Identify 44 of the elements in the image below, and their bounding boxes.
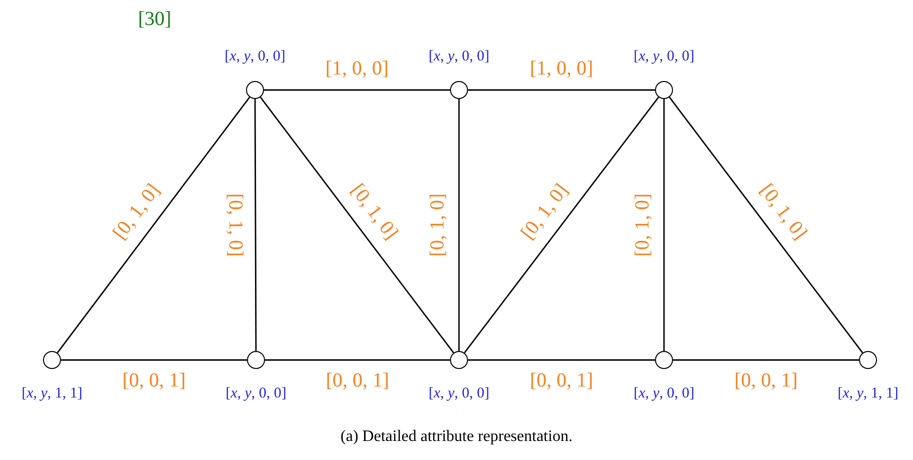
node-label: [x, y, 0, 0] <box>428 48 490 66</box>
edge-line <box>265 359 450 361</box>
edge-line <box>260 96 454 354</box>
edge-label: [0, 1, 0] <box>754 180 812 245</box>
edge-label: [0, 1, 0] <box>426 193 450 257</box>
node-circle <box>43 351 61 369</box>
edge-label: [0, 1, 0] <box>345 180 402 245</box>
edge-line <box>254 99 257 351</box>
node-label: [x, y, 0, 0] <box>428 386 490 402</box>
edge-line <box>673 359 859 361</box>
node-label: [x, y, 0, 0] <box>226 386 286 402</box>
edge-label: [0, 0, 1] <box>326 370 390 392</box>
edge-line <box>663 99 665 351</box>
node-label: [x, y, 0, 0] <box>224 48 286 66</box>
node-circle <box>450 81 468 99</box>
edge-label: [0, 1, 0] <box>632 193 654 257</box>
node-circle <box>247 351 265 369</box>
edge-label: [0, 1, 0] <box>222 193 246 257</box>
edge-label: [0, 1, 0] <box>108 180 165 245</box>
node-circle <box>859 351 877 369</box>
citation: [30] <box>138 8 172 31</box>
caption: (a) Detailed attribute representation. <box>340 428 574 446</box>
edge-line <box>56 96 250 354</box>
edge-label: [1, 0, 0] <box>325 58 389 80</box>
edge-label: [0, 1, 0] <box>516 180 574 244</box>
node-label: [x, y, 1, 1] <box>22 386 82 402</box>
edge-label: [0, 0, 1] <box>530 370 594 392</box>
edge-line <box>464 96 660 354</box>
edge-line <box>458 99 460 351</box>
node-circle <box>655 81 673 99</box>
node-circle <box>655 351 673 369</box>
edge-line <box>468 89 655 91</box>
edge-line <box>61 359 247 361</box>
edge-line <box>668 96 864 354</box>
edge-label: [0, 0, 1] <box>122 370 186 392</box>
edge-line <box>468 359 655 361</box>
edge-label: [1, 0, 0] <box>530 58 594 80</box>
edge-line <box>264 89 450 91</box>
node-circle <box>246 81 264 99</box>
edge-label: [0, 0, 1] <box>734 370 798 392</box>
node-label: [x, y, 0, 0] <box>634 48 694 66</box>
node-label: [x, y, 1, 1] <box>838 386 898 402</box>
node-label: [x, y, 0, 0] <box>634 386 694 402</box>
node-circle <box>450 351 468 369</box>
